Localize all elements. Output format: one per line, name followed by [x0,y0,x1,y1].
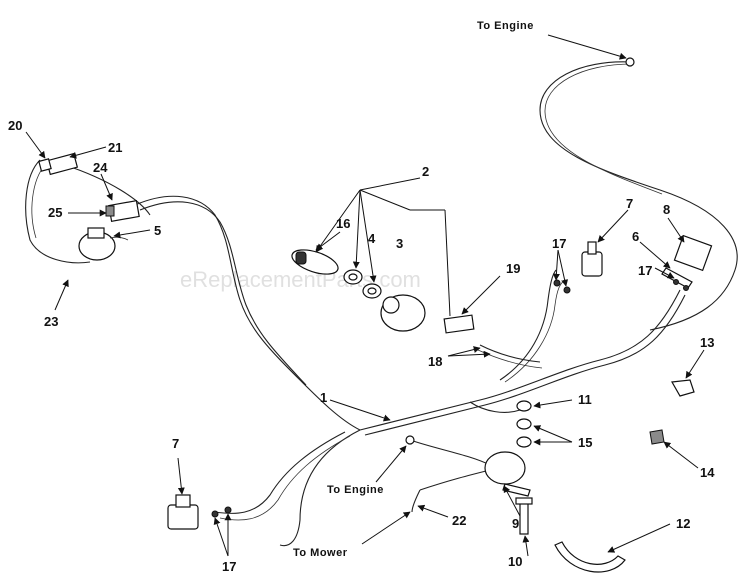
callout-19: 19 [506,261,520,276]
caption-to-engine-mid: To Engine [327,484,384,496]
callout-7-bottom: 7 [172,436,179,451]
clip-13 [671,379,695,397]
callout-17-bottom: 17 [222,559,236,574]
terminal-17-top [553,279,561,287]
callout-24: 24 [93,160,108,175]
connector-19 [443,314,475,334]
callout-6: 6 [632,229,639,244]
callout-11: 11 [578,392,592,407]
callout-13: 13 [700,335,714,350]
callout-14: 14 [700,465,715,480]
harness-wires [25,61,738,547]
fuse-6 [661,267,693,289]
leader-lines [25,34,705,557]
callout-12: 12 [676,516,690,531]
callout-1: 1 [320,390,327,405]
bolt-10 [519,501,529,535]
washer-15a [516,418,532,430]
strap-12 [554,541,626,573]
callout-21: 21 [108,140,122,155]
relay-8 [673,234,713,272]
callout-17-top: 17 [552,236,566,251]
parts [38,57,713,573]
callout-2: 2 [422,164,429,179]
callout-23: 23 [44,314,58,329]
switch-7-bottom [167,504,199,530]
nut-11 [516,400,532,412]
callout-10: 10 [508,554,522,569]
callout-5: 5 [154,223,161,238]
capacitor-9 [484,451,526,485]
washer-15b [516,436,532,448]
callout-22: 22 [452,513,466,528]
terminal-to-engine-mid [405,435,415,445]
callout-8: 8 [663,202,670,217]
watermark-text: eReplacementParts.com [180,267,421,292]
callout-16: 16 [336,216,350,231]
callout-4: 4 [368,231,376,246]
callout-20: 20 [8,118,22,133]
callout-18: 18 [428,354,442,369]
caption-to-mower: To Mower [293,547,348,559]
callout-3: 3 [396,236,403,251]
switch-7-top [581,251,603,277]
callout-17-right: 17 [638,263,652,278]
callout-15: 15 [578,435,592,450]
callout-25: 25 [48,205,62,220]
callout-7-top: 7 [626,196,633,211]
callout-9: 9 [512,516,519,531]
caption-to-engine-top: To Engine [477,20,534,32]
terminal-to-engine-top [625,57,635,67]
callout-numbers: 1 2 3 4 5 6 7 7 8 9 10 11 12 13 14 15 16… [8,118,715,574]
clip-14 [649,429,665,445]
